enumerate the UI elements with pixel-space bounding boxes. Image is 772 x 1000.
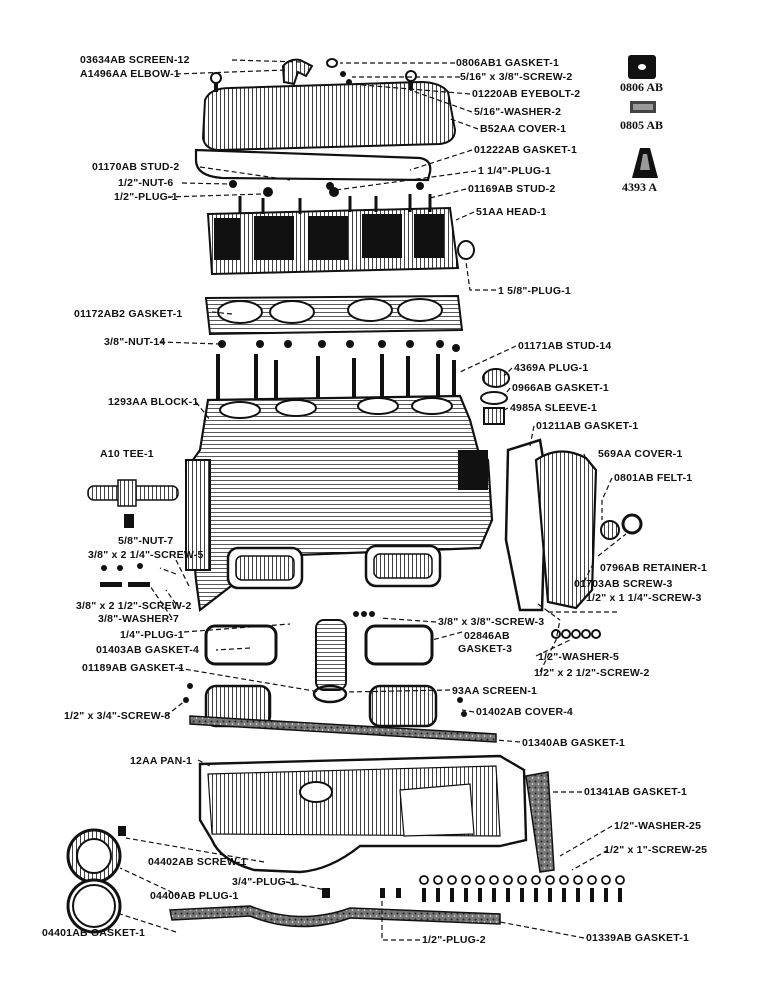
part-label: 1/4"-PLUG-1 [120, 629, 184, 641]
part-label: 01703AB SCREW-3 [574, 578, 673, 590]
valve-cover [201, 80, 457, 152]
pan-gasket-strip [189, 715, 497, 743]
part-label: 1 1/4"-PLUG-1 [478, 165, 551, 177]
part-label: 01169AB STUD-2 [468, 183, 556, 195]
leader-lines [119, 59, 627, 941]
detail-caption: 0805 AB [620, 118, 664, 132]
part-label: 5/16"-WASHER-2 [474, 106, 562, 118]
detail-0805ab [630, 101, 656, 113]
part-label: 01170AB STUD-2 [92, 161, 180, 173]
part-label: 1 5/8"-PLUG-1 [498, 285, 571, 297]
part-label: 1293AA BLOCK-1 [108, 396, 199, 408]
part-label: 0966AB GASKET-1 [512, 382, 609, 394]
lower-covers [183, 611, 601, 728]
block-studs [216, 340, 460, 404]
part-label: 5/16" x 3/8"-SCREW-2 [460, 71, 573, 83]
part-label: 0801AB FELT-1 [614, 472, 693, 484]
elbow-part [281, 58, 314, 86]
part-label: 01172AB2 GASKET-1 [74, 308, 183, 320]
part-label: 1/2"-PLUG-2 [422, 934, 486, 946]
part-label: 3/4"-PLUG-1 [232, 876, 296, 888]
part-label: 4369A PLUG-1 [514, 362, 589, 374]
part-label: 01339AB GASKET-1 [586, 932, 689, 944]
detail-caption: 4393 A [622, 180, 658, 194]
part-label: 5/8"-NUT-7 [118, 535, 174, 547]
part-label: 01211AB GASKET-1 [536, 420, 639, 432]
part-label: 0796AB RETAINER-1 [600, 562, 708, 574]
part-label: 12AA PAN-1 [130, 755, 193, 767]
part-label: 01341AB GASKET-1 [584, 786, 687, 798]
detail-0806ab [628, 55, 656, 79]
part-label: 0806AB1 GASKET-1 [456, 57, 559, 69]
detail-4393a [632, 148, 658, 178]
part-label: 01403AB GASKET-4 [96, 644, 199, 656]
cylinder-block [184, 394, 494, 613]
part-label: 1/2" x 2 1/2"-SCREW-2 [534, 667, 650, 679]
detail-caption: 0806 AB [620, 80, 664, 94]
part-label: 3/8" x 2 1/4"-SCREW-5 [88, 549, 204, 561]
part-label: 01402AB COVER-4 [476, 706, 573, 718]
part-label: 51AA HEAD-1 [476, 206, 547, 218]
part-label: 1/2" x 1"-SCREW-25 [604, 844, 708, 856]
right-side-parts [480, 368, 643, 612]
part-label: 3/8"-WASHER-7 [98, 613, 180, 625]
pan-screws [419, 875, 625, 902]
part-label: B52AA COVER-1 [480, 123, 567, 135]
part-label: 1/2"-WASHER-25 [614, 820, 702, 832]
part-label: 3/8" x 3/8"-SCREW-3 [438, 616, 545, 628]
head-gasket [204, 294, 464, 336]
part-label: 01189AB GASKET-1 [82, 662, 185, 674]
part-label: 3/8"-NUT-14 [104, 336, 166, 348]
part-label: 1/2"-PLUG-1 [114, 191, 178, 203]
part-label: 01222AB GASKET-1 [474, 144, 577, 156]
part-label: GASKET-3 [458, 643, 513, 655]
part-label: 04400AB PLUG-1 [150, 890, 239, 902]
part-label: 03634AB SCREEN-12 [80, 54, 190, 66]
left-side-parts [87, 479, 179, 587]
drain-plugs [66, 826, 401, 934]
part-label: 02846AB [464, 630, 510, 642]
eyebolt-screws [210, 58, 417, 92]
part-label: 01220AB EYEBOLT-2 [472, 88, 581, 100]
part-label: 1/2" x 3/4"-SCREW-8 [64, 710, 171, 722]
part-label: 1/2"-NUT-6 [118, 177, 174, 189]
part-label: A1496AA ELBOW-1 [80, 68, 180, 80]
part-label: 93AA SCREEN-1 [452, 685, 538, 697]
part-label: 1/2" x 1 1/4"-SCREW-3 [586, 592, 702, 604]
part-label: 4985A SLEEVE-1 [510, 402, 598, 414]
part-label: A10 TEE-1 [100, 448, 154, 460]
part-label: 569AA COVER-1 [598, 448, 683, 460]
part-label: 04401AB GASKET-1 [42, 927, 145, 939]
part-label: 1/2"-WASHER-5 [538, 651, 620, 663]
bottom-gasket-strip [169, 905, 501, 928]
part-label: 04402AB SCREW-1 [148, 856, 247, 868]
cover-gasket [194, 148, 432, 182]
oil-pan [198, 754, 555, 874]
cylinder-head [206, 194, 475, 276]
part-label: 3/8" x 2 1/2"-SCREW-2 [76, 600, 192, 612]
part-label: 01340AB GASKET-1 [522, 737, 625, 749]
part-label: 01171AB STUD-14 [518, 340, 612, 352]
